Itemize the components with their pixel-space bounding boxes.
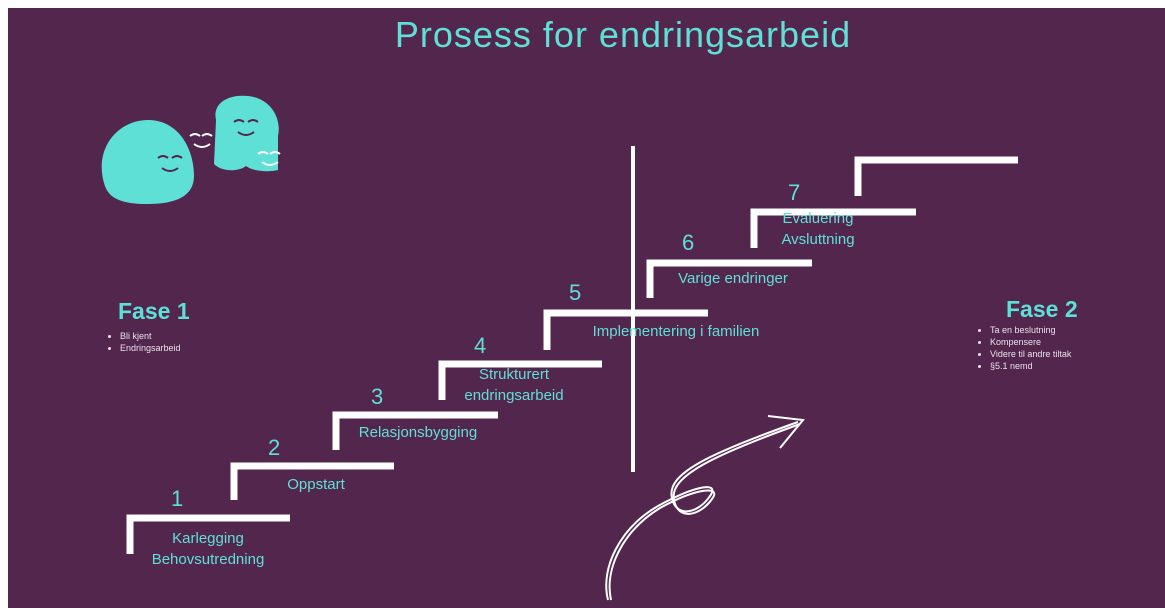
step-6-stair: [646, 259, 812, 298]
step-label-7-line-2: Avsluttning: [781, 231, 855, 248]
step-label-5: Implementering i familien: [592, 323, 760, 340]
fase-1-title: Fase 1: [118, 298, 190, 324]
fase-2-item: Ta en beslutning: [990, 324, 1071, 336]
step-number-3: 3: [371, 384, 384, 409]
step-label-1-line-1: Karlegging: [172, 530, 244, 547]
fase-1-item: Bli kjent: [120, 330, 181, 342]
fase-1-list: Bli kjent Endringsarbeid: [102, 330, 181, 354]
fase-2-list: Ta en beslutning Kompensere Videre til a…: [972, 324, 1071, 372]
step-label-6: Varige endringer: [678, 270, 788, 287]
step-7-stair: [750, 208, 916, 248]
step-number-5: 5: [569, 280, 582, 305]
step-label-7: Evaluering Avsluttning: [763, 208, 873, 250]
step-label-4-line-2: endringsarbeid: [464, 387, 564, 404]
step-number-1: 1: [171, 486, 184, 511]
step-number-4: 4: [474, 333, 487, 358]
fase-1-item: Endringsarbeid: [120, 342, 181, 354]
fase-2-item: §5.1 nemd: [990, 360, 1071, 372]
step-4-stair: [438, 360, 602, 400]
fase-2-title: Fase 2: [1006, 296, 1078, 322]
step-number-6: 6: [682, 230, 695, 255]
page-title: Prosess for endringsarbeid: [394, 14, 852, 55]
step-number-2: 2: [268, 435, 281, 460]
fase-2-item: Videre til andre tiltak: [990, 348, 1071, 360]
step-number-7: 7: [788, 180, 801, 205]
step-2-stair: [230, 462, 394, 500]
slide: Prosess for endringsarbeid: [8, 8, 1165, 608]
step-label-2: Oppstart: [287, 476, 345, 493]
staircase-diagram: [101, 95, 1018, 601]
step-label-4-line-1: Strukturert: [478, 366, 550, 383]
step-label-3: Relasjonsbygging: [358, 424, 478, 441]
curly-arrow-icon: [605, 415, 805, 601]
fase-2-item: Kompensere: [990, 336, 1071, 348]
smiling-blobs-icon: [101, 95, 281, 204]
step-label-1-line-2: Behovsutredning: [151, 551, 265, 568]
step-3-stair: [332, 411, 498, 450]
step-label-4: Strukturert endringsarbeid: [444, 364, 584, 406]
top-stair: [854, 156, 1018, 196]
step-1-stair: [126, 514, 290, 554]
step-5-stair: [543, 309, 708, 350]
step-label-1: Karlegging Behovsutredning: [138, 528, 278, 570]
step-label-7-line-1: Evaluering: [782, 210, 854, 227]
